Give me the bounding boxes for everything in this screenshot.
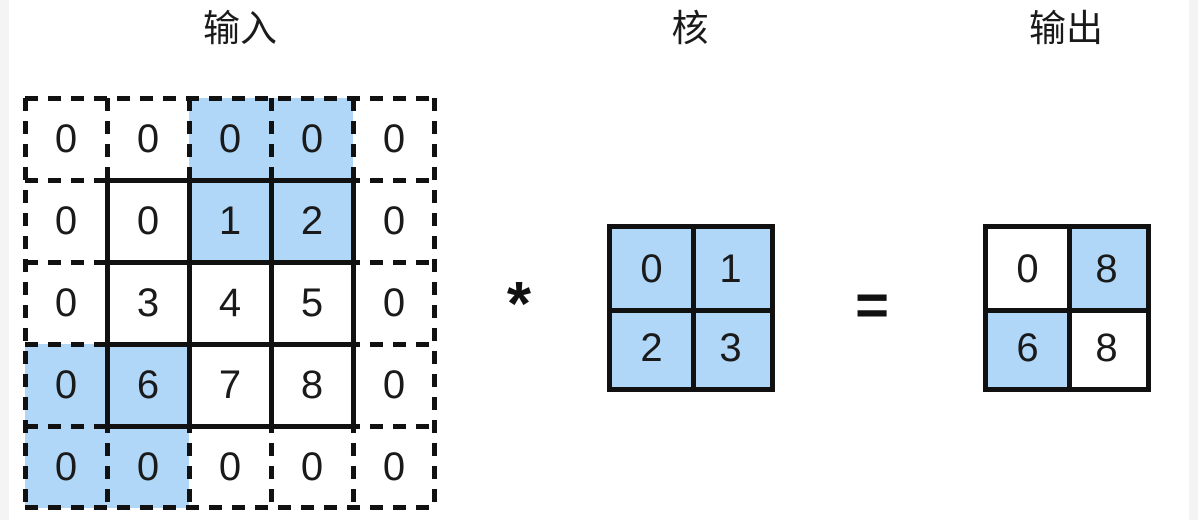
input-cell: 0: [54, 445, 78, 489]
output-cell: 8: [1067, 229, 1146, 308]
input-cell: 0: [136, 199, 160, 243]
input-solid-hline: [105, 178, 355, 183]
input-cell: 0: [382, 199, 406, 243]
input-cell: 0: [54, 281, 78, 325]
input-cell: 0: [218, 117, 242, 161]
equals-operator: =: [855, 273, 889, 338]
input-cell: 0: [382, 445, 406, 489]
input-dashed-hline: [25, 96, 435, 101]
output-cell: 6: [988, 308, 1067, 387]
input-dashed-vline: [432, 98, 437, 508]
input-cell: 0: [382, 117, 406, 161]
input-solid-vline: [351, 178, 356, 428]
input-cell: 0: [136, 117, 160, 161]
input-cell: 4: [218, 281, 242, 325]
input-solid-hline: [105, 424, 355, 429]
kernel-cell: 2: [612, 308, 691, 387]
right-gutter-band: [1189, 0, 1198, 520]
input-cell: 0: [382, 363, 406, 407]
output-cell: 0: [1016, 246, 1039, 291]
input-cell: 3: [136, 281, 160, 325]
input-matrix-grid: 0 0 0 0 0 0 0 1 2 0 0 3 4 5 0 0 6 7 8 0 …: [23, 96, 437, 510]
output-divider-vertical: [1067, 229, 1072, 387]
input-solid-vline: [269, 178, 274, 428]
input-cell: 0: [54, 363, 78, 407]
input-cell: 1: [218, 199, 242, 243]
kernel-cell: 3: [691, 308, 770, 387]
input-dashed-hline: [25, 505, 435, 510]
output-panel-title: 输出: [1029, 8, 1103, 49]
kernel-cell: 1: [691, 229, 770, 308]
output-cell: 8: [1095, 325, 1118, 370]
kernel-panel-title: 核: [671, 8, 709, 49]
input-cell: 0: [136, 445, 160, 489]
input-cell: 0: [300, 445, 324, 489]
input-cell: 0: [382, 281, 406, 325]
kernel-divider-vertical: [691, 229, 696, 387]
input-cell: 6: [136, 363, 160, 407]
input-dashed-vline: [23, 98, 28, 508]
input-solid-hline: [105, 260, 355, 265]
input-cell: 5: [300, 281, 324, 325]
convolution-operator: *: [506, 270, 532, 339]
left-gutter-band: [0, 0, 9, 520]
output-matrix-grid: 0 8 6 8: [983, 224, 1151, 392]
input-cell: 8: [300, 363, 324, 407]
input-cell: 7: [218, 363, 242, 407]
input-cell: 0: [218, 445, 242, 489]
kernel-matrix-grid: 0 1 2 3: [607, 224, 775, 392]
input-cell: 0: [54, 199, 78, 243]
input-solid-hline: [105, 342, 355, 347]
kernel-cell: 0: [612, 229, 691, 308]
input-cell: 0: [300, 117, 324, 161]
input-panel-title: 输入: [203, 8, 277, 49]
input-cell: 2: [300, 199, 324, 243]
input-solid-vline: [105, 178, 110, 428]
input-cell: 0: [54, 117, 78, 161]
input-solid-vline: [187, 178, 192, 428]
